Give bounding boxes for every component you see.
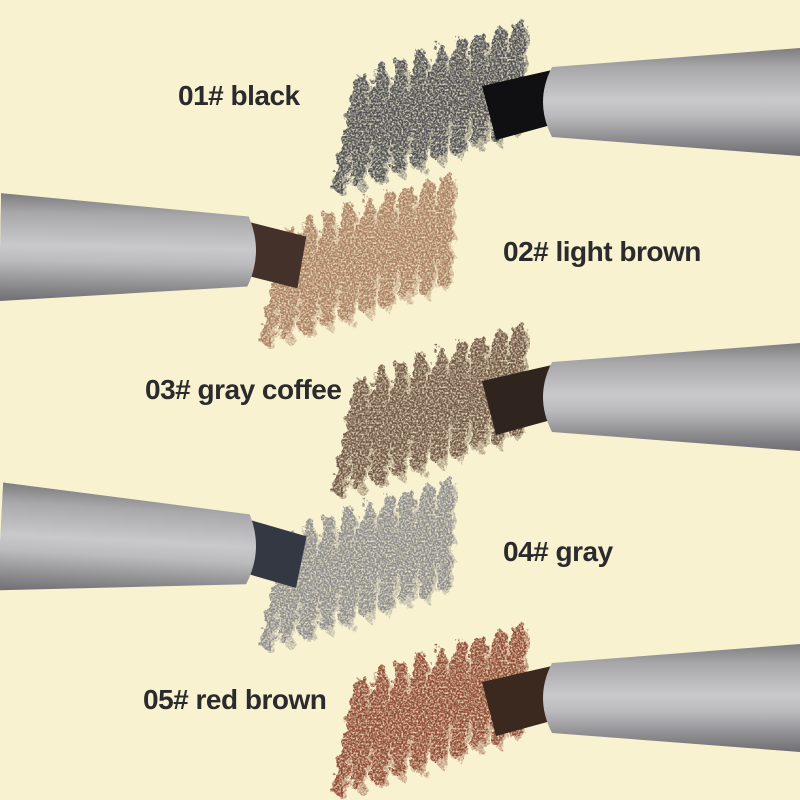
- pencil-body-04: [0, 482, 256, 591]
- pencil-tip-01: [482, 70, 562, 140]
- shade-label-01: 01# black: [178, 80, 300, 111]
- eyebrow-pencil-03: [482, 343, 800, 451]
- shade-label-04: 04# gray: [503, 536, 613, 567]
- shade-label-05: 05# red brown: [143, 684, 327, 715]
- shade-label-02: 02# light brown: [503, 236, 701, 267]
- pencil-body-05: [543, 644, 800, 752]
- pencil-body-01: [543, 48, 800, 156]
- pencil-body-02: [0, 193, 256, 302]
- eyebrow-pencil-01: [482, 48, 800, 156]
- pencil-body-03: [543, 343, 800, 451]
- eyebrow-pencil-05: [482, 644, 800, 752]
- pencil-tip-03: [482, 365, 562, 435]
- eyebrow-pencil-02: [0, 193, 307, 302]
- shade-label-03: 03# gray coffee: [145, 374, 342, 405]
- pencil-tip-05: [482, 666, 562, 736]
- eyebrow-pencil-04: [0, 482, 307, 591]
